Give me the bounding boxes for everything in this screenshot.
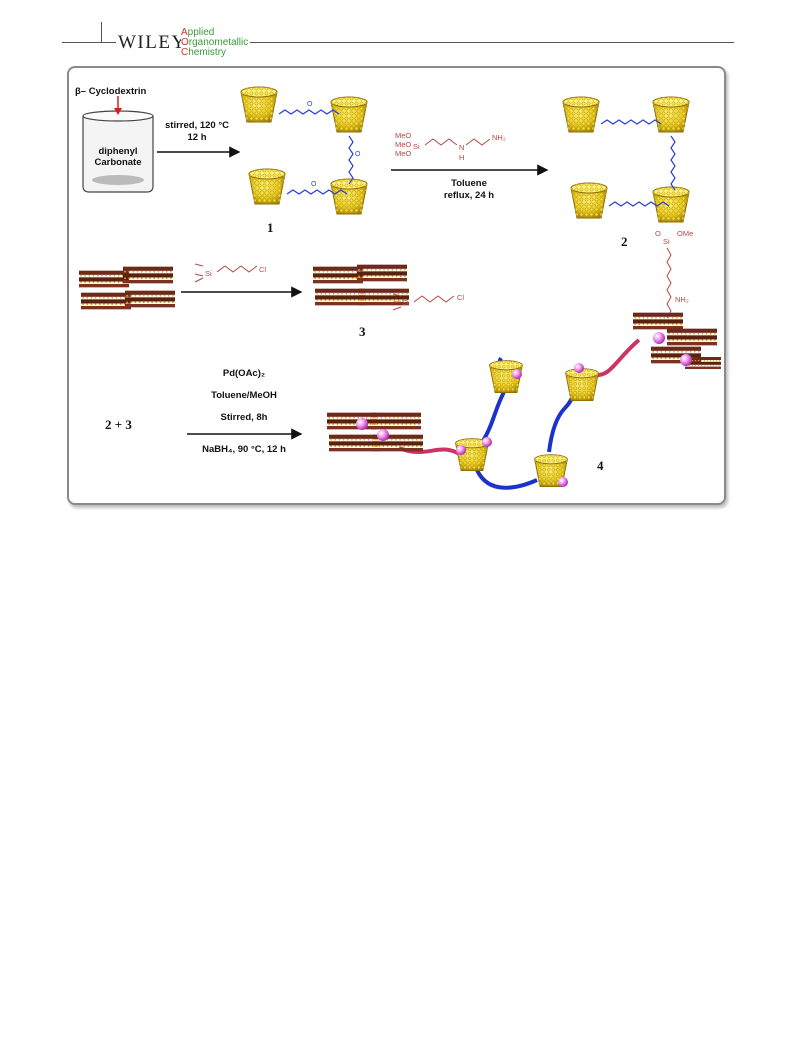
step4-condition-1: Pd(OAc)₂ (223, 368, 265, 379)
svg-text:OMe: OMe (677, 229, 693, 238)
step1-condition-2: 12 h (187, 132, 206, 143)
step2-condition-1: Toluene (451, 178, 487, 189)
compound-1-structure: O O O 1 (240, 86, 368, 235)
journal-name: Applied Organometallic Chemistry (181, 27, 251, 58)
svg-text:MeO: MeO (395, 140, 411, 149)
svg-text:NH₂: NH₂ (675, 295, 689, 304)
svg-text:MeO: MeO (395, 149, 411, 158)
synthesis-scheme-figure: β– Cyclodextrin diphenyl Carbonate stirr… (67, 66, 726, 505)
header-rule (62, 42, 734, 43)
compound-3-number: 3 (359, 324, 366, 339)
step4-condition-4: NaBH₄, 90 °C, 12 h (202, 444, 286, 455)
compound-1-number: 1 (267, 220, 274, 235)
aminosilane-reagent: MeO MeO MeO Si N H NH₂ (395, 131, 506, 162)
compound-2-number: 2 (621, 234, 628, 249)
svg-text:N: N (459, 143, 464, 152)
chlorosilane-reagent: Si Cl (194, 263, 266, 283)
compound-4-structure: 4 (327, 312, 721, 490)
svg-text:Si: Si (402, 298, 409, 307)
svg-text:H: H (459, 153, 464, 162)
page-header: WILEY Applied Organometallic Chemistry (0, 0, 793, 60)
svg-text:MeO: MeO (395, 131, 411, 140)
beaker: β– Cyclodextrin diphenyl Carbonate (75, 86, 154, 193)
compound-2-structure: O Si OMe NH₂ 2 (562, 96, 693, 319)
step4-condition-3: Stirred, 8h (221, 412, 268, 423)
publisher-logo: WILEY (116, 32, 189, 54)
svg-text:O: O (307, 101, 313, 108)
svg-text:Si: Si (413, 142, 420, 151)
svg-text:Cl: Cl (259, 265, 266, 274)
reactants-label: 2 + 3 (105, 417, 132, 432)
beaker-label-1: diphenyl (98, 146, 137, 157)
svg-text:O: O (311, 181, 317, 188)
svg-text:O: O (655, 229, 661, 238)
compound-4-number: 4 (597, 458, 604, 473)
svg-text:Si: Si (205, 269, 212, 278)
compound-3-structure: Si Cl 3 (313, 264, 464, 339)
beaker-label-2: Carbonate (95, 157, 142, 168)
step4-condition-2: Toluene/MeOH (211, 390, 277, 401)
step2-condition-2: reflux, 24 h (444, 190, 494, 201)
svg-text:Si: Si (663, 237, 670, 246)
step1-condition-1: stirred, 120 °C (165, 120, 229, 131)
svg-text:NH₂: NH₂ (492, 133, 506, 142)
svg-text:O: O (355, 151, 361, 158)
start-material-label: β– Cyclodextrin (75, 86, 146, 97)
header-tick (101, 22, 102, 42)
svg-text:Cl: Cl (457, 293, 464, 302)
clay-layers-start (79, 266, 175, 310)
